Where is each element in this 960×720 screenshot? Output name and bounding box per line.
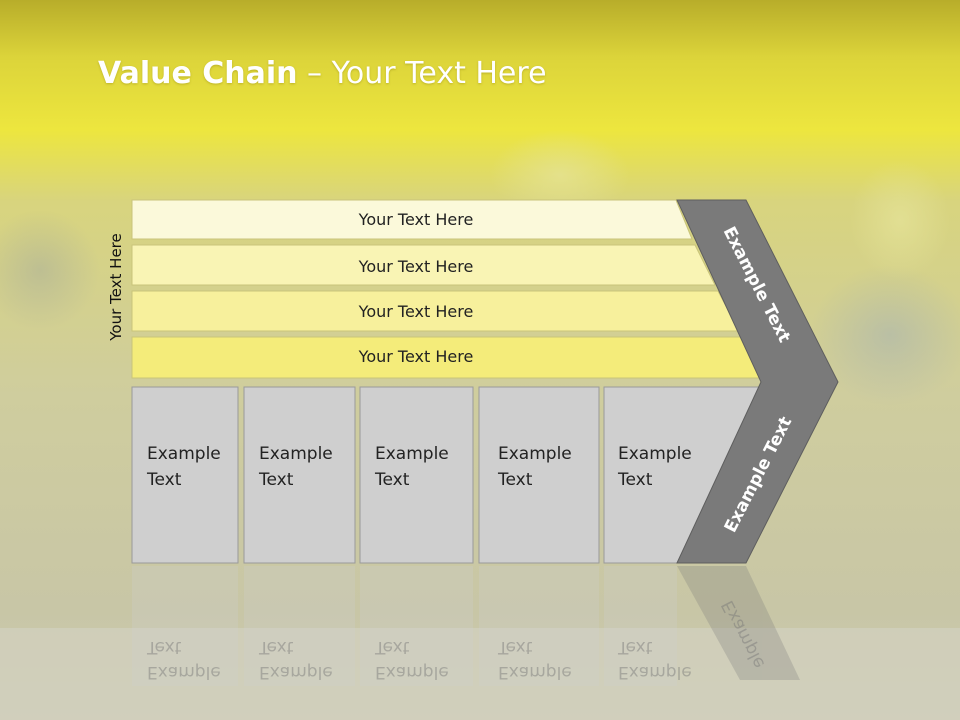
box-2-line1: Example — [259, 444, 333, 464]
box-3 — [359, 386, 474, 564]
box-4 — [478, 386, 600, 564]
bar-2-label: Your Text Here — [358, 257, 474, 276]
box-2 — [243, 386, 356, 564]
reflection-example-1: Example — [147, 662, 221, 682]
box-3-line1: Example — [375, 444, 449, 464]
reflection-text-4: Text — [497, 637, 533, 657]
box-3-line2: Text — [374, 470, 410, 490]
reflection-text-1: Text — [146, 637, 182, 657]
bar-4-label: Your Text Here — [358, 347, 474, 366]
reflection-text-5: Text — [617, 637, 653, 657]
reflection-text-3: Text — [374, 637, 410, 657]
box-4-line1: Example — [498, 444, 572, 464]
title-bold: Value Chain — [98, 56, 298, 91]
reflection — [132, 566, 800, 686]
title-rest: – Your Text Here — [297, 56, 547, 91]
box-2-line2: Text — [258, 470, 294, 490]
box-5-line1: Example — [618, 444, 692, 464]
slide-title: Value Chain – Your Text Here — [98, 56, 547, 91]
reflection-example-3: Example — [375, 662, 449, 682]
bar-3-label: Your Text Here — [358, 302, 474, 321]
reflection-text-2: Text — [258, 637, 294, 657]
bar-1-label: Your Text Here — [358, 210, 474, 229]
reflection-example-5: Example — [618, 662, 692, 682]
reflection-example-4: Example — [498, 662, 572, 682]
box-5-line2: Text — [617, 470, 653, 490]
box-1-line1: Example — [147, 444, 221, 464]
reflection-example-2: Example — [259, 662, 333, 682]
box-1-line2: Text — [146, 470, 182, 490]
bar-1 — [131, 199, 693, 240]
bar-2 — [131, 244, 716, 286]
chevron-arrow — [676, 199, 839, 564]
box-4-line2: Text — [497, 470, 533, 490]
box-1 — [131, 386, 239, 564]
